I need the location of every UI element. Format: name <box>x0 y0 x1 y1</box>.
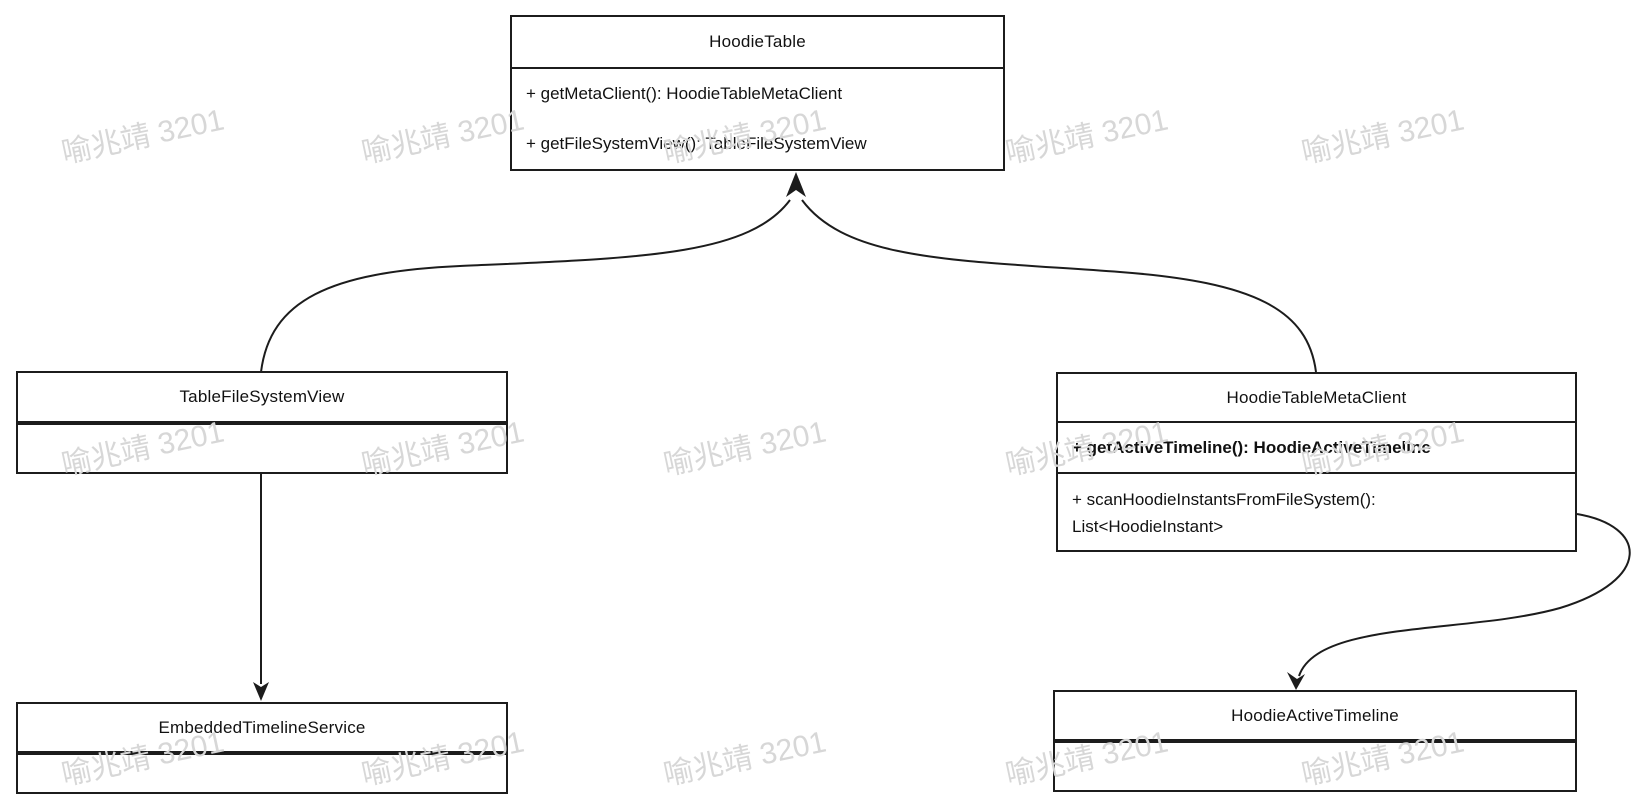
class-title-tablefilesystemview: TableFileSystemView <box>18 373 506 423</box>
arrowhead-down-hoodieactivetimeline <box>1287 672 1305 690</box>
class-method: + getFileSystemView(): TableFileSystemVi… <box>526 134 867 153</box>
compartment-divider <box>18 753 506 755</box>
class-title-embeddedtimelineservice: EmbeddedTimelineService <box>18 704 506 753</box>
edge-hoodietablemetaclient-to-hoodieactivetimeline <box>1298 513 1631 677</box>
empty-compartment <box>18 425 506 472</box>
compartment-divider <box>1055 741 1575 743</box>
empty-compartment <box>1055 743 1575 790</box>
empty-compartment <box>18 755 506 792</box>
compartment-divider <box>18 423 506 425</box>
arrowhead-up-hoodietable <box>786 172 806 197</box>
class-box-hoodieactivetimeline: HoodieActiveTimeline <box>1053 690 1577 792</box>
class-method: + scanHoodieInstantsFromFileSystem(): Li… <box>1058 474 1575 550</box>
class-method: + getMetaClient(): HoodieTableMetaClient <box>526 84 843 103</box>
method-line-1: + scanHoodieInstantsFromFileSystem(): <box>1072 490 1376 509</box>
class-box-hoodietablemetaclient: HoodieTableMetaClient + getActiveTimelin… <box>1056 372 1577 552</box>
class-title-hoodietable: HoodieTable <box>512 17 1003 69</box>
class-method: + getActiveTimeline(): HoodieActiveTimel… <box>1058 423 1575 474</box>
class-box-tablefilesystemview: TableFileSystemView <box>16 371 508 474</box>
class-title-hoodieactivetimeline: HoodieActiveTimeline <box>1055 692 1575 741</box>
arrowhead-down-embeddedtimelineservice <box>253 682 269 701</box>
class-methods-hoodietable: + getMetaClient(): HoodieTableMetaClient… <box>512 69 1003 169</box>
method-line-2: List<HoodieInstant> <box>1072 517 1224 536</box>
class-box-hoodietable: HoodieTable + getMetaClient(): HoodieTab… <box>510 15 1005 171</box>
edge-hoodietablemetaclient-to-hoodietable <box>801 199 1317 373</box>
edge-tablefilesystemview-to-hoodietable <box>260 199 791 373</box>
class-box-embeddedtimelineservice: EmbeddedTimelineService <box>16 702 508 794</box>
class-title-hoodietablemetaclient: HoodieTableMetaClient <box>1058 374 1575 423</box>
